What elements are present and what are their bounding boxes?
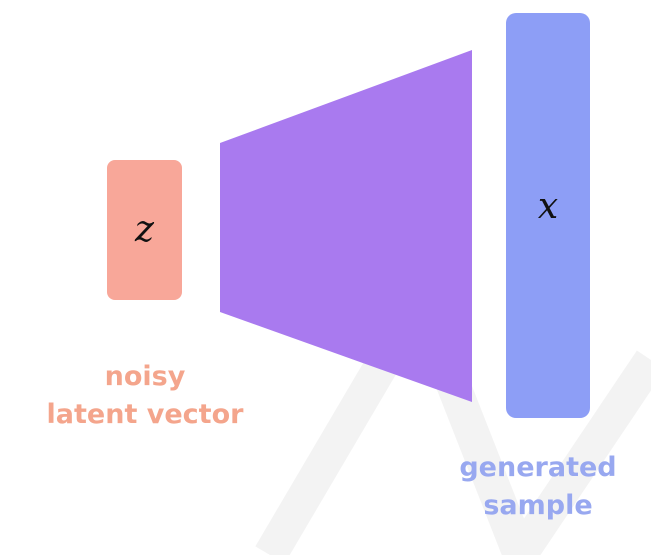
sample-label-line2: sample: [483, 490, 593, 521]
generated-sample-box: x: [506, 13, 590, 418]
latent-symbol: z: [135, 209, 154, 250]
latent-label-line1: noisy: [104, 361, 186, 392]
latent-vector-label: noisy latent vector: [10, 358, 280, 434]
latent-vector-box: z: [107, 160, 182, 300]
generated-sample-label: generated sample: [428, 449, 648, 525]
latent-label-line2: latent vector: [46, 399, 244, 430]
sample-symbol: x: [537, 185, 559, 227]
sample-label-line1: generated: [459, 452, 617, 483]
generator-shape: [220, 50, 472, 402]
